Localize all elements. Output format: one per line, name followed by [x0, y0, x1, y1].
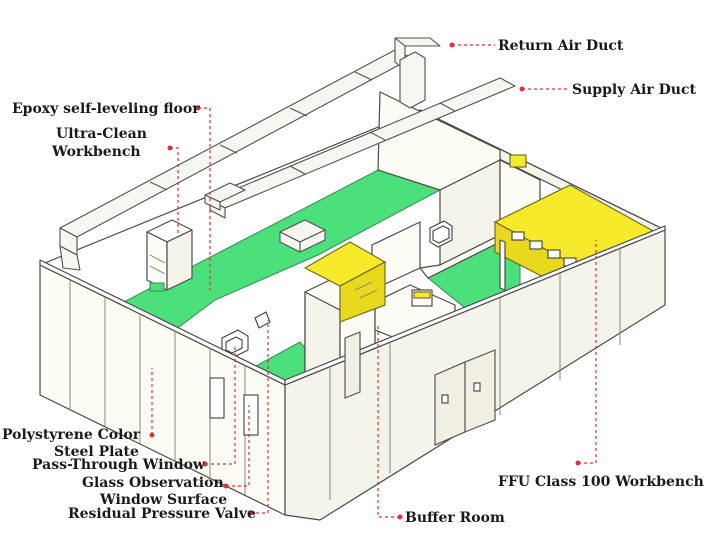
- glass-observation-window: [209, 377, 225, 419]
- entry-double-door: [434, 349, 496, 446]
- pass-through-boxes: [221, 220, 453, 359]
- outer-front-walls: [39, 225, 666, 521]
- label-epoxy-floor: Epoxy self-leveling floor: [12, 101, 200, 117]
- buffer-room-door: [344, 331, 361, 399]
- label-ffu-workbench: FFU Class 100 Workbench: [498, 474, 704, 490]
- label-ultra-clean-1: Ultra-Clean: [56, 126, 147, 142]
- label-supply-air-duct: Supply Air Duct: [572, 82, 696, 98]
- label-polystyrene-2: Steel Plate: [54, 444, 139, 460]
- residual-pressure-valve-icon: [254, 311, 271, 329]
- return-air-duct-shape: [59, 37, 441, 271]
- ultra-clean-workbench: [146, 219, 193, 292]
- label-polystyrene-1: Polystyrene Color: [2, 427, 141, 443]
- label-glass-observation-2: Window Surface: [99, 492, 227, 508]
- label-ultra-clean-2: Workbench: [51, 144, 141, 160]
- glass-observation-window-2: [243, 394, 259, 436]
- label-residual-pressure-valve: Residual Pressure Valve: [68, 506, 256, 522]
- buffer-room-interior: [303, 241, 433, 323]
- label-glass-observation-1: Glass Observation: [82, 475, 224, 491]
- wall-panel-seams: [69, 248, 621, 500]
- leader-lines: [149, 42, 597, 520]
- callout-labels: Return Air Duct Supply Air Duct Epoxy se…: [2, 38, 704, 526]
- label-buffer-room: Buffer Room: [405, 510, 505, 526]
- label-return-air-duct: Return Air Duct: [498, 38, 624, 54]
- air-ducts: [59, 37, 516, 271]
- ffu-filter-slots: [511, 231, 577, 267]
- ffu-unit-small-icon: [509, 154, 527, 168]
- label-pass-through-window: Pass-Through Window: [32, 457, 206, 473]
